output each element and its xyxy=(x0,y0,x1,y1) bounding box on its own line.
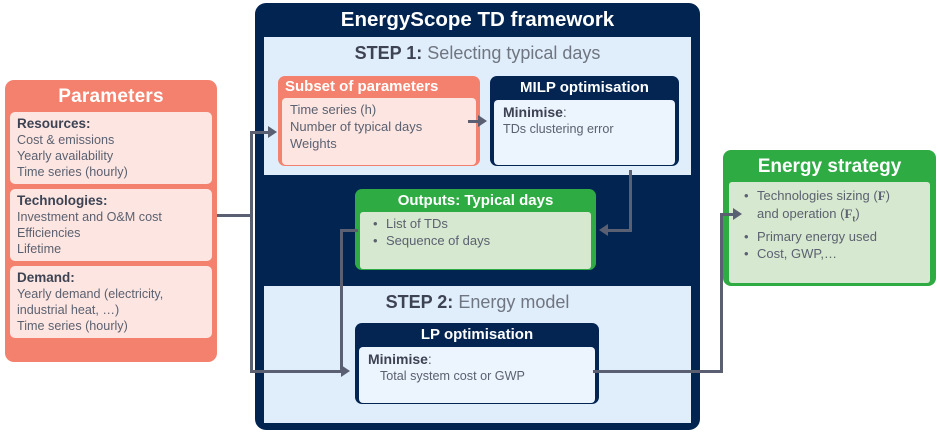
arrow-subset-to-milp xyxy=(478,115,487,127)
energy-strategy-title: Energy strategy xyxy=(757,156,902,177)
connector-milp-to-outputs xyxy=(608,229,632,232)
milp-body: Minimise: TDs clustering error xyxy=(494,100,675,165)
parameters-group-technologies: Technologies: Investment and O&M cost Ef… xyxy=(10,189,212,261)
energy-strategy-box: Energy strategy Technologies sizing (F) … xyxy=(723,150,936,286)
connector-outputs-down xyxy=(340,229,343,373)
step1-heading: STEP 1: Selecting typical days xyxy=(264,37,691,66)
connector-outputs-left xyxy=(340,229,358,232)
framework-title: EnergyScope TD framework xyxy=(340,8,615,31)
step2-label: STEP 2: xyxy=(385,292,454,312)
group-line: Efficiencies xyxy=(17,226,81,240)
lp-optimisation-box: LP optimisation Minimise: Total system c… xyxy=(355,323,599,404)
connector-to-subset xyxy=(250,131,270,134)
subset-body: Time series (h) Number of typical days W… xyxy=(282,98,476,165)
strategy-item: Primary energy used xyxy=(733,228,926,246)
strategy-item: Technologies sizing (F) xyxy=(733,187,926,205)
arrow-milp-to-outputs xyxy=(599,224,608,236)
minimise-colon: : xyxy=(562,104,567,120)
connector-lp-out xyxy=(593,370,723,373)
parameters-group-resources: Resources: Cost & emissions Yearly avail… xyxy=(10,112,212,184)
group-line: Cost & emissions xyxy=(17,133,115,147)
step2-text: Energy model xyxy=(453,292,570,312)
group-heading: Resources: xyxy=(17,116,91,131)
minimise-colon: : xyxy=(427,351,432,367)
group-line: Investment and O&M cost xyxy=(17,210,162,224)
step2-heading: STEP 2: Energy model xyxy=(264,286,691,315)
group-line: Lifetime xyxy=(17,242,62,256)
connector-to-strategy xyxy=(720,213,736,216)
group-heading: Demand: xyxy=(17,270,75,285)
group-line: Time series (hourly) xyxy=(17,165,128,179)
step1-text: Selecting typical days xyxy=(422,43,601,63)
connector-to-lp xyxy=(250,370,343,373)
step1-panel: STEP 1: Selecting typical days Subset of… xyxy=(264,37,691,175)
parameters-title: Parameters xyxy=(58,86,164,107)
subset-line: Weights xyxy=(290,136,337,151)
lp-minimise-label: Minimise: xyxy=(368,350,589,368)
group-heading: Technologies: xyxy=(17,193,108,208)
lp-body: Minimise: Total system cost or GWP xyxy=(359,347,595,403)
outputs-item: List of TDs xyxy=(364,215,587,232)
connector-params-vertical xyxy=(250,131,253,217)
outputs-item: Sequence of days xyxy=(364,232,587,249)
group-line: Time series (hourly) xyxy=(17,319,128,333)
subset-of-parameters-box: Subset of parameters Time series (h) Num… xyxy=(278,76,480,166)
framework-box: EnergyScope TD framework STEP 1: Selecti… xyxy=(255,3,700,430)
strategy-item-continuation: and operation (Ft) xyxy=(757,205,860,224)
outputs-typical-days-box: Outputs: Typical days List of TDs Sequen… xyxy=(355,189,596,270)
connector-params-vertical-down xyxy=(250,214,253,373)
milp-title: MILP optimisation xyxy=(520,79,649,96)
connector-params-out xyxy=(217,214,253,217)
parameters-box: Parameters Resources: Cost & emissions Y… xyxy=(5,80,217,362)
strategy-item: Cost, GWP,… xyxy=(733,245,926,263)
group-line: Yearly demand (electricity, xyxy=(17,287,164,301)
minimise-word: Minimise xyxy=(503,104,563,120)
step1-label: STEP 1: xyxy=(354,43,423,63)
group-line: industrial heat, …) xyxy=(17,303,120,317)
group-line: Yearly availability xyxy=(17,149,114,163)
subset-line: Number of typical days xyxy=(290,119,423,134)
arrow-to-lp xyxy=(341,365,350,377)
outputs-title: Outputs: Typical days xyxy=(397,192,554,209)
milp-objective: TDs clustering error xyxy=(503,122,614,136)
step2-panel: STEP 2: Energy model LP optimisation Min… xyxy=(264,286,691,423)
arrow-to-subset xyxy=(268,126,277,138)
lp-title: LP optimisation xyxy=(420,326,534,343)
milp-minimise-label: Minimise: xyxy=(503,103,669,121)
connector-subset-to-milp xyxy=(468,120,480,123)
energy-strategy-body: Technologies sizing (F) and operation (F… xyxy=(729,182,930,283)
arrow-to-strategy xyxy=(733,208,742,220)
symbol-ft: Ft xyxy=(844,205,856,224)
connector-milp-down xyxy=(629,170,632,232)
parameters-group-demand: Demand: Yearly demand (electricity, indu… xyxy=(10,266,212,338)
outputs-body: List of TDs Sequence of days xyxy=(360,212,591,269)
lp-objective: Total system cost or GWP xyxy=(380,369,525,383)
symbol-f: F xyxy=(877,188,886,203)
subset-line: Time series (h) xyxy=(290,102,377,117)
connector-lp-up xyxy=(720,213,723,373)
milp-optimisation-box: MILP optimisation Minimise: TDs clusteri… xyxy=(490,76,679,166)
subset-title: Subset of parameters xyxy=(285,78,439,95)
minimise-word: Minimise xyxy=(368,351,428,367)
